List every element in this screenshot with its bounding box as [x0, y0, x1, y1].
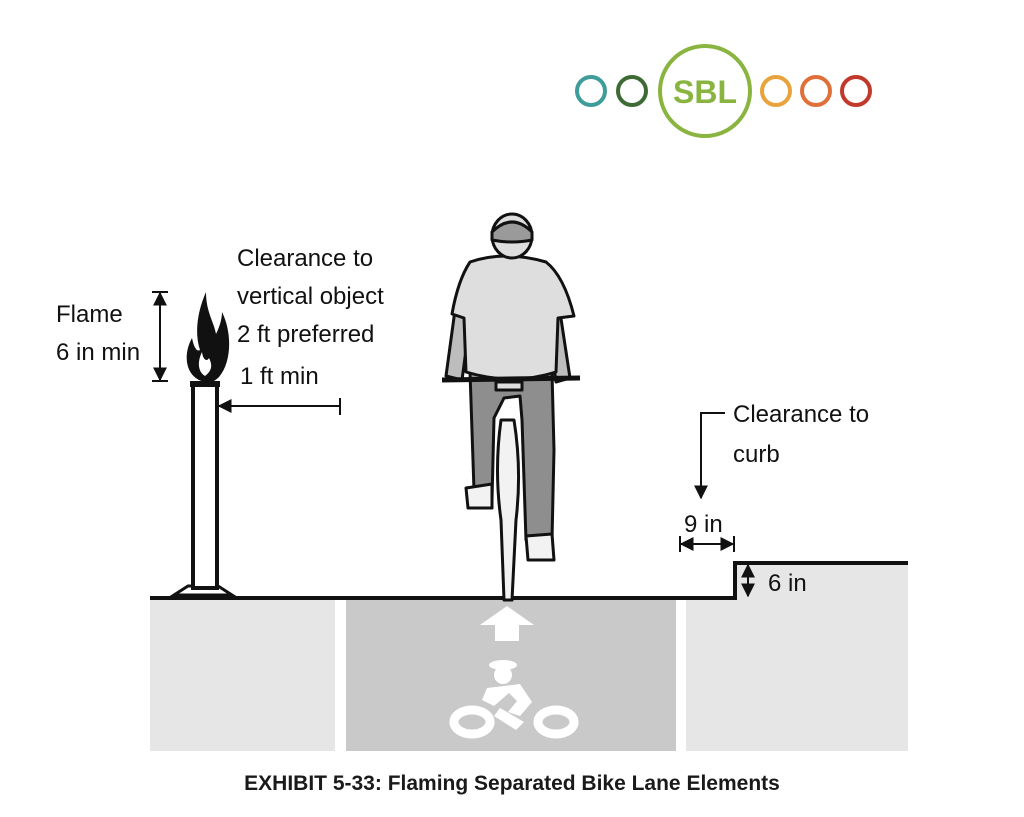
- vertical-clearance-line3: 2 ft preferred: [237, 321, 374, 348]
- curb-clearance-line2: curb: [733, 441, 780, 468]
- curb-clearance-line1: Clearance to: [733, 401, 869, 428]
- curb-gap-dimension: [679, 536, 735, 552]
- vertical-clearance-line2: vertical object: [237, 283, 384, 310]
- sbl-logo: SBL: [575, 44, 872, 138]
- left-buffer-pavement: [150, 598, 335, 751]
- logo-circle-red: [840, 75, 872, 107]
- curb-height-label: 6 in: [768, 570, 807, 597]
- vertical-clearance-dimension: [217, 398, 341, 415]
- logo-text: SBL: [673, 74, 737, 110]
- figure-caption: EXHIBIT 5-33: Flaming Separated Bike Lan…: [244, 772, 780, 795]
- logo-circle-yellow: [760, 75, 792, 107]
- cyclist-figure: [441, 212, 581, 602]
- logo-circle-orange: [800, 75, 832, 107]
- curb-clearance-leader: [694, 412, 725, 500]
- lane-arrow-marking: [480, 606, 534, 641]
- bike-symbol-rider: [482, 660, 532, 730]
- ground-line: [150, 561, 908, 600]
- logo-circle-teal: [575, 75, 607, 107]
- curb-gap-label: 9 in: [684, 511, 723, 538]
- sidewalk-pavement: [686, 598, 908, 751]
- flame-icon: [186, 292, 230, 383]
- bike-symbol-marking: [449, 705, 579, 739]
- curb-block: [735, 563, 908, 598]
- vertical-clearance-line1: Clearance to: [237, 245, 373, 272]
- flame-label-line1: Flame: [56, 301, 123, 328]
- logo-circle-darkgreen: [616, 75, 648, 107]
- flaming-post: [168, 381, 238, 597]
- logo-main-circle: [658, 44, 752, 138]
- flame-label-line2: 6 in min: [56, 339, 140, 366]
- flame-height-dimension: [152, 291, 168, 382]
- vertical-clearance-line4: 1 ft min: [240, 363, 319, 390]
